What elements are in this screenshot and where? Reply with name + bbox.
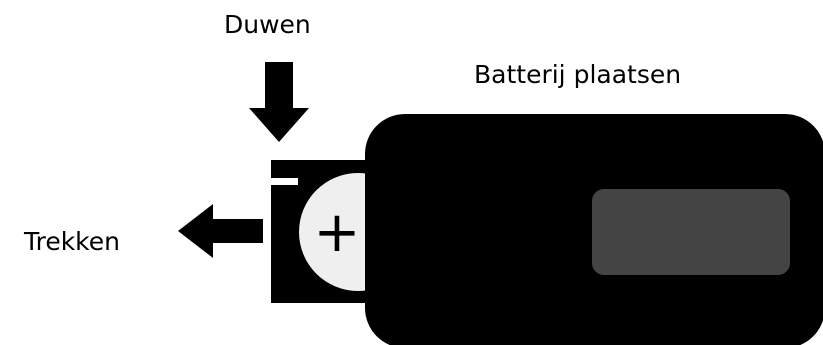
display-window	[592, 189, 790, 275]
battery-plus-symbol: +	[314, 200, 361, 265]
pull-label: Trekken	[24, 227, 120, 256]
diagram-title: Batterij plaatsen	[474, 60, 682, 89]
arrow-down-icon	[249, 62, 309, 142]
push-label: Duwen	[224, 10, 311, 39]
arrow-left-icon	[178, 204, 263, 258]
